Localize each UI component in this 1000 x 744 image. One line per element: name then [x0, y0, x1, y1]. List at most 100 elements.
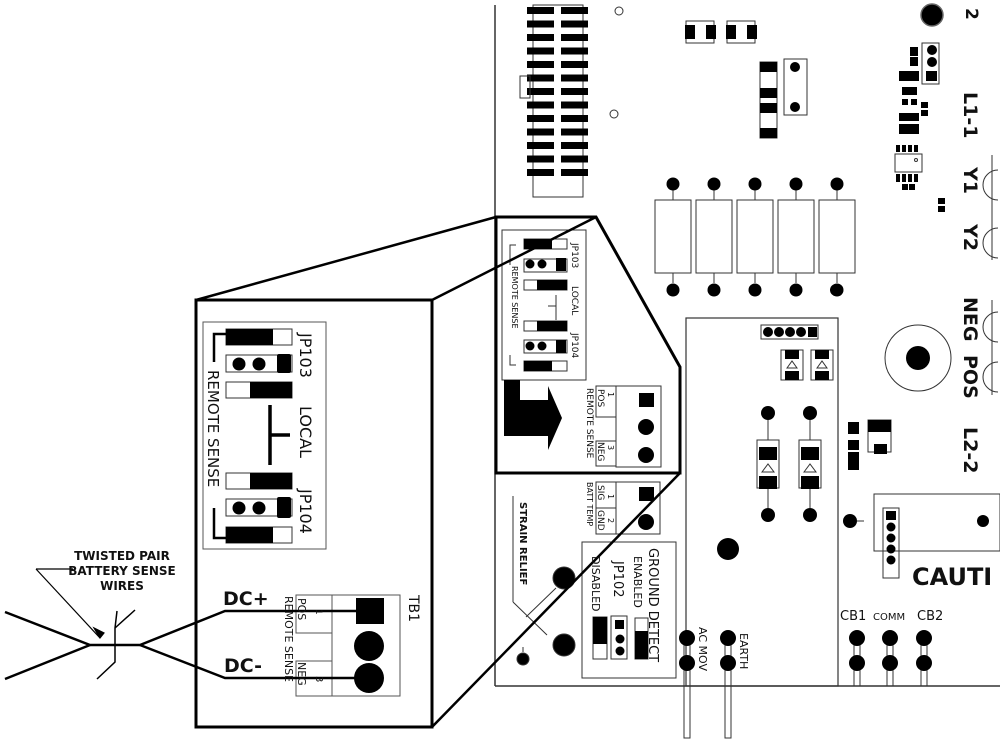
- ribbon-pad: [561, 155, 588, 163]
- ribbon-pad: [527, 7, 554, 14]
- cb1-label: CB1: [840, 609, 866, 624]
- board-terminal-block: [595, 385, 662, 468]
- tb1-label: TB1: [405, 594, 421, 622]
- pin-pad: [882, 630, 898, 646]
- l2-label: L2-2: [959, 427, 981, 473]
- resistor-pad: [666, 283, 680, 297]
- strain-relief-label: STRAIN RELIEF: [517, 502, 528, 585]
- ribbon-pad: [561, 47, 588, 55]
- inset-tb-neg-label: NEG: [595, 442, 605, 461]
- l1-label: L1-1: [959, 92, 981, 138]
- inset-jp103-label: JP103: [569, 242, 579, 268]
- y2-label: Y2: [959, 223, 981, 251]
- zoom-tb-pin3-label: 3: [313, 676, 324, 682]
- zoom-tb-neg-label: NEG: [295, 662, 308, 686]
- ribbon-pad: [527, 155, 554, 163]
- ribbon-pad: [561, 88, 588, 95]
- smd-component: [685, 20, 757, 44]
- zoom-tb-pin1-label: 1: [313, 609, 323, 615]
- sense-wires: [4, 609, 369, 681]
- ribbon-pad: [561, 169, 588, 176]
- zoom-tb-remote-sense-label: REMOTE SENSE: [282, 596, 295, 682]
- pin-posts: [679, 630, 932, 739]
- ribbon-pad: [561, 115, 588, 122]
- zoomed-jumper-view: [194, 298, 434, 729]
- batt-pin2-label: 2: [606, 518, 615, 523]
- mount-post: [884, 324, 952, 392]
- board-number-label: 2: [961, 8, 981, 20]
- resistor: [736, 199, 774, 274]
- inset-jp104-label: JP104: [569, 332, 579, 359]
- dc-minus-label: DC-: [224, 655, 262, 677]
- pad: [830, 284, 842, 296]
- callout-line-2: BATTERY SENSE: [68, 564, 176, 578]
- batt-temp-terminal: [595, 481, 661, 535]
- resistor: [654, 199, 692, 274]
- inset-tb-pos-label: POS: [595, 389, 605, 408]
- ribbon-pad: [527, 74, 554, 82]
- sig-label: SIG: [595, 485, 605, 500]
- ribbon-pad: [527, 142, 554, 149]
- pin-pad: [882, 655, 898, 671]
- resistor-pad: [789, 177, 803, 191]
- enabled-label: ENABLED: [631, 556, 644, 608]
- comm-label: COMM: [873, 612, 905, 623]
- inset-local-label: LOCAL: [569, 286, 579, 315]
- ribbon-pad: [561, 142, 588, 149]
- ribbon-pad: [561, 74, 588, 82]
- relay-module: [685, 317, 839, 687]
- inset-tb-pin3-label: 3: [606, 445, 615, 450]
- ribbon-pad: [561, 20, 588, 28]
- connector-block: [843, 493, 1000, 579]
- cb2-label: CB2: [917, 609, 943, 624]
- resistor: [695, 199, 733, 274]
- neg-label: NEG: [959, 297, 981, 341]
- smd-component: [759, 58, 808, 139]
- ribbon-pad: [527, 34, 554, 41]
- smd-component: [848, 419, 892, 470]
- pin-pad: [916, 630, 932, 646]
- ribbon-pad: [561, 7, 588, 14]
- mount-hole: [614, 6, 624, 16]
- caution-label: CAUTI: [912, 563, 992, 591]
- pin-pad: [679, 630, 695, 646]
- gnd-label: GND: [595, 510, 605, 531]
- ribbon-pad: [527, 101, 554, 109]
- ribbon-pad: [561, 128, 588, 136]
- batt-pin1-label: 1: [606, 494, 615, 499]
- resistor-pad: [830, 177, 844, 191]
- resistor: [777, 199, 815, 274]
- zoom-local-label: LOCAL: [296, 406, 315, 458]
- jp102-label: JP102: [610, 560, 625, 598]
- resistor-pad: [707, 283, 721, 297]
- earth-label: EARTH: [737, 633, 750, 669]
- ribbon-pad: [527, 115, 554, 122]
- mount-post-center: [906, 346, 930, 370]
- ribbon-pad: [561, 34, 588, 41]
- pin-pad: [679, 655, 695, 671]
- zoom-tb-pos-label: POS: [295, 598, 308, 620]
- resistor-pad: [789, 283, 803, 297]
- inset-tb-pin1-label: 1: [606, 392, 615, 397]
- callout-leader: [35, 568, 105, 640]
- ribbon-pad: [527, 47, 554, 55]
- resistor-pad: [707, 177, 721, 191]
- resistor-pad: [666, 177, 680, 191]
- direction-arrow: [504, 380, 562, 450]
- batt-temp-label: BATT TEMP: [585, 482, 594, 526]
- callout-line-3: WIRES: [100, 579, 144, 593]
- callout-line-1: TWISTED PAIR: [74, 549, 170, 563]
- ribbon-pad: [561, 61, 588, 68]
- mount-hole: [609, 109, 619, 119]
- ribbon-pad: [561, 101, 588, 109]
- ac-mov-label: AC MOV: [696, 627, 709, 671]
- ribbon-pad: [527, 61, 554, 68]
- zoom-jp103-label: JP103: [296, 332, 315, 378]
- resistor-pad: [748, 177, 762, 191]
- resistor-bank: [654, 177, 856, 297]
- strain-relief: [512, 496, 576, 666]
- ribbon-pad: [527, 20, 554, 28]
- ground-detect-block: [581, 541, 677, 679]
- inset-tb-remote-sense-label: REMOTE SENSE: [584, 388, 594, 459]
